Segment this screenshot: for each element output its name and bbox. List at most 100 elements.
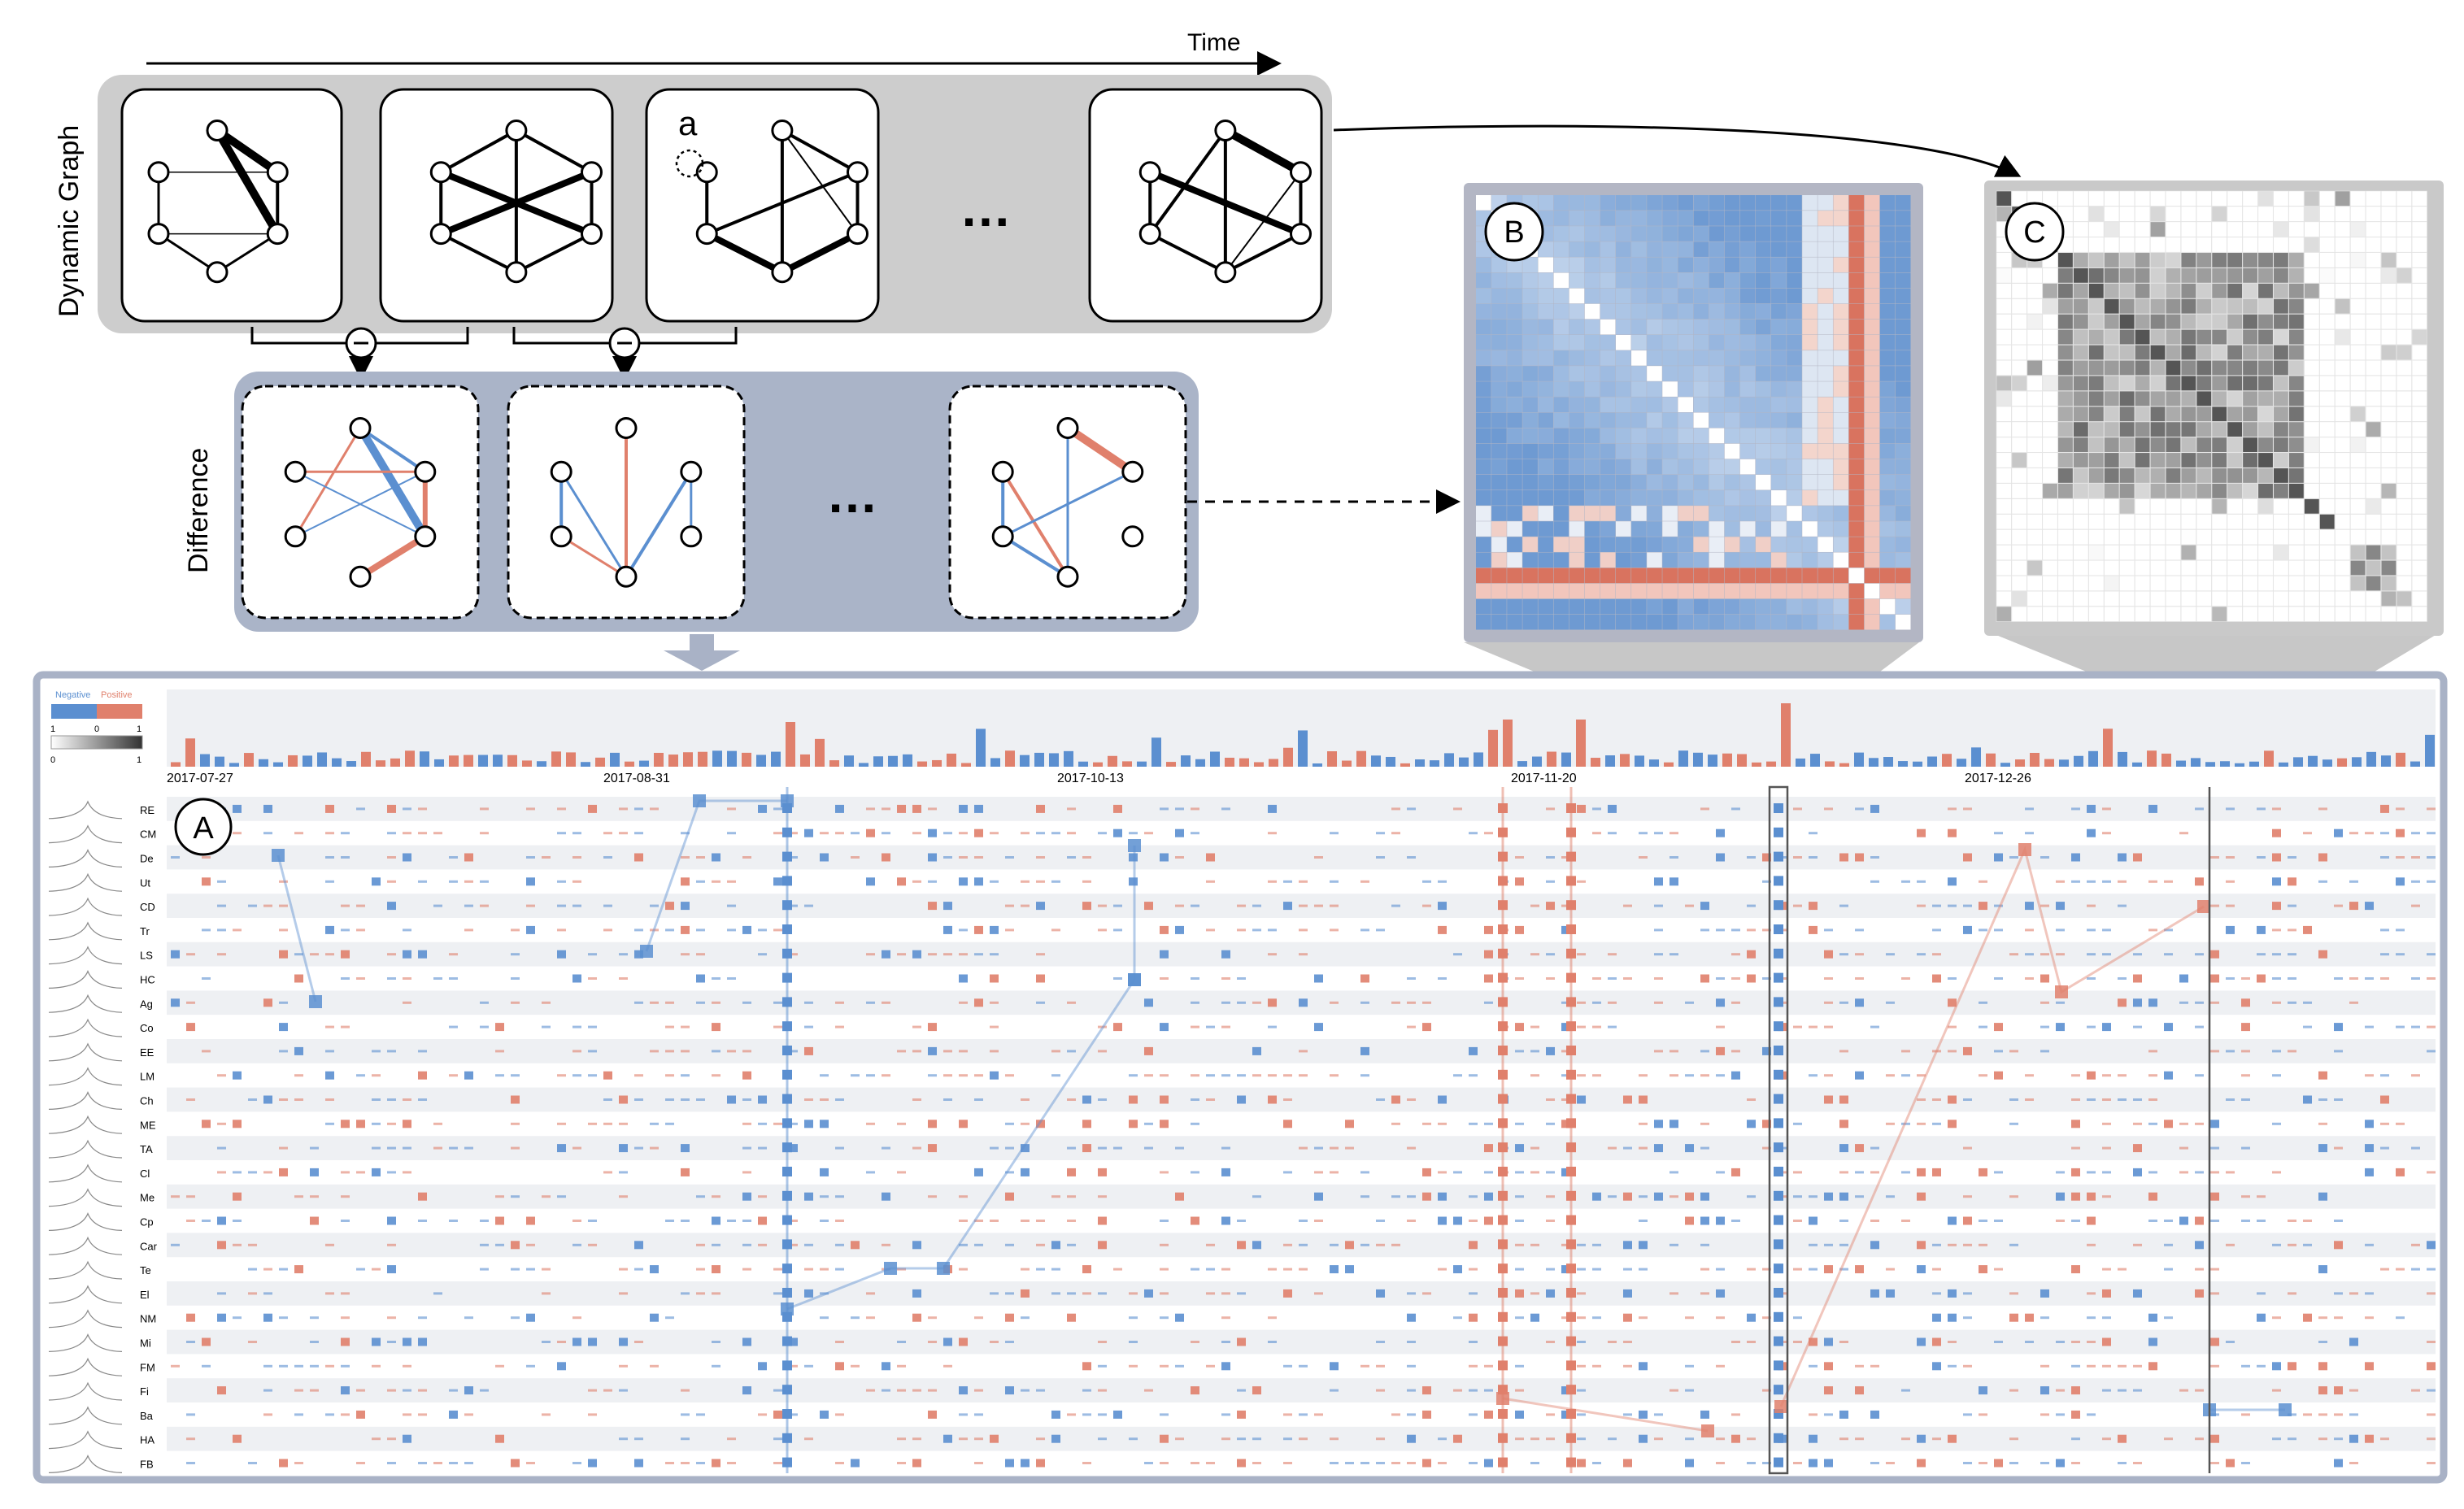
timeline-cell: [1283, 880, 1292, 883]
timeline-cell: [449, 1074, 458, 1077]
timeline-cell: [403, 832, 411, 835]
timeline-cell: [2318, 1413, 2327, 1416]
histogram-bar: [2337, 758, 2347, 767]
timeline-cell: [341, 832, 350, 835]
timeline-cell: [1577, 1001, 1586, 1004]
date-label: 2017-12-26: [1965, 772, 2031, 785]
legend-positive: Positive: [101, 690, 133, 700]
heatmap-cell: [2088, 252, 2105, 268]
heatmap-cell: [2227, 406, 2243, 422]
timeline-cell: [1824, 1362, 1833, 1371]
timeline-cell: [1670, 1120, 1678, 1128]
heatmap-cell: [2227, 514, 2243, 530]
heatmap-cell: [2073, 467, 2089, 484]
timeline-cell: [1716, 853, 1725, 862]
timeline-cell: [1994, 853, 2003, 862]
row-label: Car: [140, 1240, 158, 1252]
timeline-cell: [2303, 1025, 2312, 1028]
heatmap-cell: [2304, 606, 2320, 622]
timeline-cell: [1515, 977, 1524, 980]
timeline-cell: [1809, 1074, 1818, 1077]
heatmap-cell: [1802, 257, 1818, 273]
timeline-cell: [2272, 877, 2281, 886]
heatmap-cell: [1802, 195, 1818, 211]
heatmap-cell: [1662, 241, 1678, 257]
heatmap-cell: [1709, 459, 1725, 475]
heatmap-cell: [1818, 598, 1833, 615]
badge-b: [1484, 202, 1544, 262]
timeline-cell: [588, 1459, 597, 1468]
timeline-cell: [773, 1462, 782, 1464]
timeline-cell: [789, 1220, 798, 1222]
histogram-bar: [507, 754, 517, 767]
timeline-cell: [2288, 856, 2296, 859]
timeline-cell: [2272, 828, 2281, 837]
heatmap-cell: [1724, 288, 1740, 304]
timeline-cell: [1546, 953, 1555, 956]
timeline-cell: [2288, 1220, 2296, 1222]
heatmap-cell: [1522, 552, 1538, 568]
heatmap-cell: [2288, 206, 2305, 222]
curved-arrow: [1333, 124, 2022, 177]
heatmap-cell: [1507, 303, 1522, 320]
timeline-cell: [1855, 1265, 1864, 1274]
heatmap-cell: [1538, 490, 1554, 506]
heatmap-cell: [2196, 206, 2212, 222]
heatmap-cell: [2057, 252, 2074, 268]
timeline-cell: [1330, 1001, 1339, 1004]
heatmap-cell: [2104, 575, 2120, 591]
heatmap-cell: [1739, 614, 1756, 630]
heatmap-cell: [1538, 257, 1554, 273]
timeline-cell: [2241, 1195, 2250, 1198]
timeline-cell: [959, 856, 968, 859]
timeline-cell: [1561, 1265, 1570, 1274]
timeline-cell: [171, 1364, 180, 1368]
timeline-cell: [1283, 902, 1292, 911]
heatmap-cell: [2288, 559, 2305, 576]
timeline-cell: [480, 1025, 489, 1028]
timeline-cell: [2272, 928, 2281, 932]
heatmap-cell: [2288, 545, 2305, 561]
heatmap-cell: [1739, 598, 1756, 615]
selected-column-box[interactable]: [1768, 785, 1789, 1475]
heatmap-cell: [2211, 483, 2227, 499]
timeline-cell: [2056, 1389, 2065, 1392]
heatmap-cell: [2149, 190, 2166, 207]
heatmap-cell: [2196, 390, 2212, 407]
sparkline: [48, 1042, 123, 1062]
timeline-cell: [681, 1389, 690, 1392]
timeline-cell: [1762, 1316, 1771, 1320]
timeline-cell: [696, 974, 705, 983]
date-label: 2017-10-13: [1057, 772, 1124, 785]
timeline-cell: [1237, 1337, 1246, 1346]
timeline-cell: [2226, 1341, 2235, 1343]
timeline-cell: [634, 1001, 643, 1004]
heatmap-cell: [1538, 598, 1554, 615]
heatmap-cell: [2350, 406, 2366, 422]
heatmap-cell: [2196, 283, 2212, 299]
timeline-cell: [1407, 856, 1416, 859]
heatmap-cell: [1631, 350, 1647, 366]
timeline-cell: [1051, 1050, 1060, 1053]
timeline-cell: [1546, 1171, 1555, 1174]
heatmap-cell: [2196, 359, 2212, 376]
heatmap-cell: [1771, 412, 1787, 428]
heatmap-cell: [2211, 283, 2227, 299]
heatmap-cell: [1802, 397, 1818, 412]
timeline-cell: [1484, 1389, 1493, 1392]
timeline-cell: [1577, 880, 1586, 883]
heatmap-cell: [2196, 329, 2212, 346]
heatmap-cell: [2350, 329, 2366, 346]
heatmap-cell: [2180, 406, 2196, 422]
timeline-cell: [959, 1220, 968, 1222]
heatmap-cell: [1678, 490, 1693, 506]
timeline-cell: [557, 807, 566, 811]
heatmap-cell: [2073, 529, 2089, 546]
heatmap-cell: [2288, 590, 2305, 607]
heatmap-cell: [2180, 559, 2196, 576]
timeline-cell: [742, 1071, 751, 1080]
heatmap-cell: [2304, 298, 2320, 315]
heatmap-cell: [1833, 598, 1849, 615]
timeline-cell: [1561, 904, 1570, 907]
histogram-bar: [1678, 750, 1688, 767]
